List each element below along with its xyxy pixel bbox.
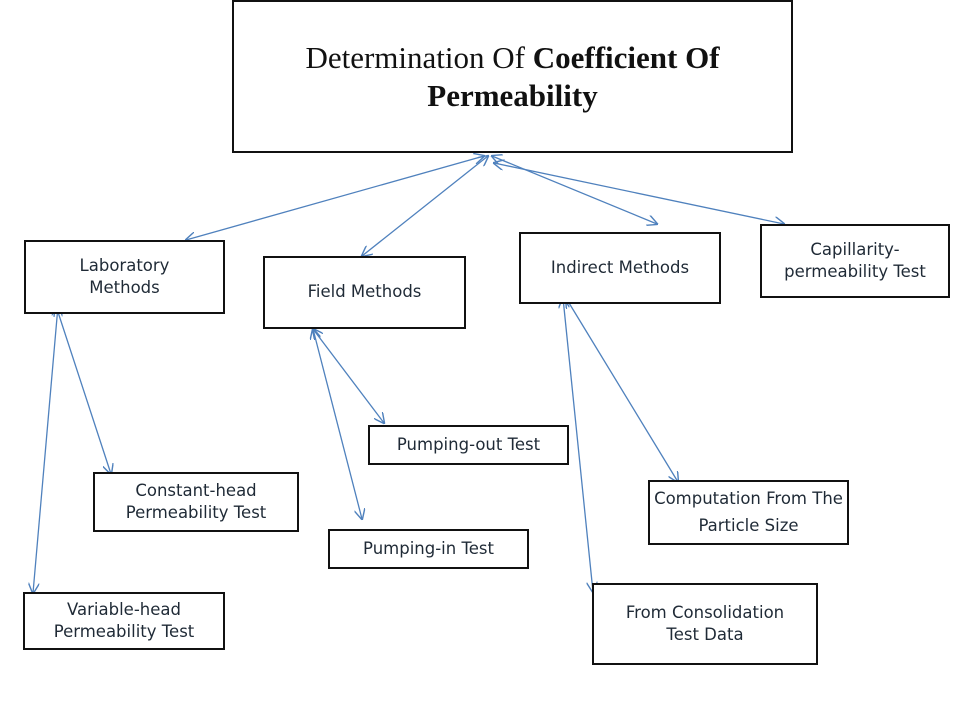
node-pumping-out-test: Pumping-out Test — [368, 425, 569, 465]
connector-title-capillarity — [494, 163, 784, 224]
node-constant-head-test-label: Constant-head Permeability Test — [125, 480, 267, 522]
node-field-methods: Field Methods — [263, 256, 466, 329]
connector-title-laboratory — [186, 156, 484, 240]
node-constant-head-test: Constant-head Permeability Test — [93, 472, 299, 532]
node-laboratory-methods-label: Laboratory Methods — [79, 255, 170, 297]
node-variable-head-test: Variable-head Permeability Test — [23, 592, 225, 650]
node-consolidation-test-data: From Consolidation Test Data — [592, 583, 818, 665]
node-computation-particle-size-label: Computation From The Particle Size — [654, 488, 843, 535]
node-field-methods-label: Field Methods — [307, 282, 422, 302]
title-bold-text: Coefficient Of Permeability — [427, 39, 720, 113]
node-computation-particle-size: Computation From The Particle Size — [648, 480, 849, 545]
node-laboratory-methods: Laboratory Methods — [24, 240, 225, 314]
node-capillarity-permeability-test-label: Capillarity-permeability Test — [784, 239, 926, 281]
node-indirect-methods-label: Indirect Methods — [550, 257, 690, 277]
diagram-title-box: Determination Of Coefficient Of Permeabi… — [232, 0, 793, 153]
node-pumping-in-test: Pumping-in Test — [328, 529, 529, 569]
connector-title-indirect — [492, 156, 657, 224]
connector-field-pumping-in — [313, 329, 362, 519]
node-consolidation-test-data-label: From Consolidation Test Data — [625, 602, 785, 644]
connector-laboratory-variable-head — [33, 306, 58, 593]
node-indirect-methods: Indirect Methods — [519, 232, 721, 304]
title-regular-text: Determination Of — [305, 39, 533, 75]
connector-indirect-consolidation — [563, 298, 593, 592]
connector-laboratory-constant-head — [56, 306, 111, 474]
node-pumping-out-test-label: Pumping-out Test — [396, 434, 541, 454]
node-capillarity-permeability-test: Capillarity-permeability Test — [760, 224, 950, 298]
connector-indirect-computation — [566, 298, 678, 482]
diagram-title: Determination Of Coefficient Of Permeabi… — [254, 39, 771, 115]
connector-title-field — [362, 156, 488, 256]
connector-field-pumping-out — [313, 329, 384, 423]
node-variable-head-test-label: Variable-head Permeability Test — [53, 599, 195, 641]
node-pumping-in-test-label: Pumping-in Test — [363, 538, 494, 558]
